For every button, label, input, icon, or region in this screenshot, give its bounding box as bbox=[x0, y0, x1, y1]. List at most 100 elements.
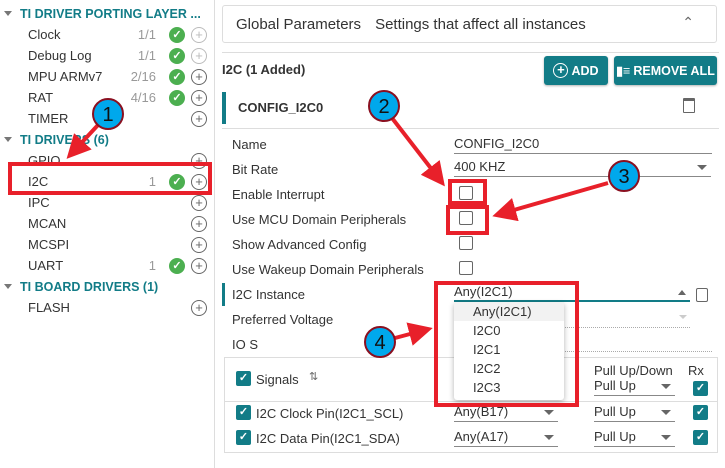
bitrate-value: 400 KHZ bbox=[454, 159, 506, 174]
add-circle-icon[interactable]: + bbox=[191, 110, 207, 127]
wakeup-domain-checkbox[interactable] bbox=[459, 261, 473, 275]
sidebar-item-flash[interactable]: FLASH + bbox=[0, 297, 212, 318]
sidebar-group-label: TI BOARD DRIVERS (1) bbox=[20, 279, 159, 294]
io-field[interactable] bbox=[454, 351, 712, 352]
rx-header: Rx bbox=[688, 363, 704, 378]
arrow-3 bbox=[492, 181, 609, 222]
add-circle-icon[interactable]: + bbox=[191, 299, 207, 316]
signal-pull-value: Pull Up bbox=[594, 404, 636, 419]
remove-all-button[interactable]: ▮≡ REMOVE ALL bbox=[614, 56, 717, 85]
add-circle-icon[interactable]: + bbox=[191, 173, 207, 190]
signal-rx-checkbox[interactable]: ✓ bbox=[693, 405, 708, 420]
advanced-config-checkbox[interactable] bbox=[459, 236, 473, 250]
signal-pin-value: Any(B17) bbox=[454, 404, 509, 419]
i2c-instance-label: I2C Instance bbox=[232, 287, 305, 302]
bitrate-select[interactable]: 400 KHZ bbox=[454, 159, 711, 177]
chevron-up-icon[interactable]: ⌃ bbox=[682, 14, 694, 30]
voltage-select[interactable] bbox=[454, 327, 690, 328]
signal-checkbox[interactable]: ✓ bbox=[236, 430, 251, 445]
signal-pin-select[interactable]: Any(B17) bbox=[454, 404, 558, 422]
enable-interrupt-checkbox[interactable] bbox=[459, 186, 473, 200]
dropdown-option[interactable]: Any(I2C1) bbox=[454, 302, 564, 321]
check-circle-icon: ✓ bbox=[169, 47, 185, 64]
add-circle-icon[interactable]: + bbox=[191, 68, 207, 85]
callout-circle bbox=[92, 98, 124, 130]
callout-circle bbox=[364, 326, 396, 358]
add-circle-icon[interactable]: + bbox=[191, 47, 207, 64]
arrow-2 bbox=[390, 116, 445, 187]
name-input[interactable]: CONFIG_I2C0 bbox=[454, 136, 712, 154]
mcu-domain-checkbox[interactable] bbox=[459, 211, 473, 225]
name-label: Name bbox=[232, 137, 267, 152]
sidebar-item-count: 1 bbox=[148, 258, 156, 273]
signal-pull-select[interactable]: Pull Up bbox=[594, 429, 675, 447]
highlight-box-i2c bbox=[8, 162, 212, 195]
add-circle-icon[interactable]: + bbox=[191, 215, 207, 232]
global-parameters-panel[interactable]: Global Parameters Settings that affect a… bbox=[222, 5, 717, 43]
signal-pin-select[interactable]: Any(A17) bbox=[454, 429, 558, 447]
signals-select-all-checkbox[interactable]: ✓ bbox=[236, 371, 251, 386]
rx-all-checkbox[interactable]: ✓ bbox=[693, 381, 708, 396]
sidebar-item-mcan[interactable]: MCAN+ bbox=[0, 213, 212, 234]
sidebar-item-timer[interactable]: TIMER+ bbox=[0, 108, 212, 129]
add-circle-icon[interactable]: + bbox=[191, 257, 207, 274]
add-button[interactable]: + ADD bbox=[544, 56, 608, 85]
delete-icon[interactable] bbox=[683, 98, 695, 113]
dropdown-arrow-icon bbox=[679, 315, 687, 319]
pull-all-select[interactable]: Pull Up bbox=[594, 378, 675, 396]
sort-icon[interactable]: ⇅ bbox=[309, 371, 319, 383]
remove-all-label: REMOVE ALL bbox=[633, 63, 715, 78]
instance-indicator-bar bbox=[222, 283, 225, 306]
caret-down-icon bbox=[4, 284, 12, 289]
sidebar-item-label: FLASH bbox=[28, 300, 70, 315]
signal-name: I2C Clock Pin(I2C1_SCL) bbox=[256, 406, 404, 421]
signal-checkbox[interactable]: ✓ bbox=[236, 405, 251, 420]
sidebar-item-count: 1/1 bbox=[137, 27, 156, 42]
add-circle-icon[interactable]: + bbox=[191, 152, 207, 169]
i2c-instance-select[interactable]: Any(I2C1) bbox=[454, 284, 690, 302]
dropdown-option[interactable]: I2C3 bbox=[473, 380, 501, 395]
signal-pull-value: Pull Up bbox=[594, 429, 636, 444]
preferred-voltage-label: Preferred Voltage bbox=[232, 312, 334, 327]
mcu-domain-label: Use MCU Domain Peripherals bbox=[232, 212, 407, 227]
highlight-box-mcu bbox=[446, 205, 489, 235]
add-circle-icon[interactable]: + bbox=[191, 236, 207, 253]
divider bbox=[222, 52, 719, 53]
global-parameters-subtitle: Settings that affect all instances bbox=[375, 15, 586, 33]
signal-pull-select[interactable]: Pull Up bbox=[594, 404, 675, 422]
sidebar-item-label: Clock bbox=[28, 27, 61, 42]
instance-header[interactable]: CONFIG_I2C0 bbox=[238, 100, 324, 115]
divider bbox=[222, 128, 719, 129]
callout-number: 3 bbox=[618, 166, 629, 188]
sidebar-group[interactable]: TI DRIVER PORTING LAYER ... bbox=[0, 3, 212, 24]
check-circle-icon: ✓ bbox=[169, 68, 185, 85]
check-circle-icon: ✓ bbox=[169, 173, 185, 190]
dropdown-arrow-icon bbox=[661, 435, 671, 440]
sidebar-item-mcspi[interactable]: MCSPI + bbox=[0, 234, 212, 255]
trash-list-icon: ▮≡ bbox=[616, 64, 631, 78]
dropdown-option[interactable]: I2C1 bbox=[473, 342, 501, 357]
sidebar-item-label: IPC bbox=[28, 195, 50, 210]
sidebar-group-label: TI DRIVER PORTING LAYER ... bbox=[20, 6, 201, 21]
add-circle-icon[interactable]: + bbox=[191, 26, 207, 43]
dropdown-option[interactable]: I2C2 bbox=[473, 361, 501, 376]
module-title: I2C (1 Added) bbox=[222, 62, 306, 77]
signal-rx-checkbox[interactable]: ✓ bbox=[693, 430, 708, 445]
check-circle-icon: ✓ bbox=[169, 26, 185, 43]
add-circle-icon[interactable]: + bbox=[191, 89, 207, 106]
unlock-icon[interactable] bbox=[696, 288, 708, 302]
sidebar-item-count: 1 bbox=[148, 174, 156, 189]
sidebar-group[interactable]: TI BOARD DRIVERS (1) bbox=[0, 276, 212, 297]
sidebar-item-clock[interactable]: Clock 1/1 ✓ + bbox=[0, 24, 212, 45]
dropdown-arrow-icon bbox=[661, 384, 671, 389]
dropdown-option[interactable]: I2C0 bbox=[473, 323, 501, 338]
sidebar-item-label: MCSPI bbox=[28, 237, 70, 252]
